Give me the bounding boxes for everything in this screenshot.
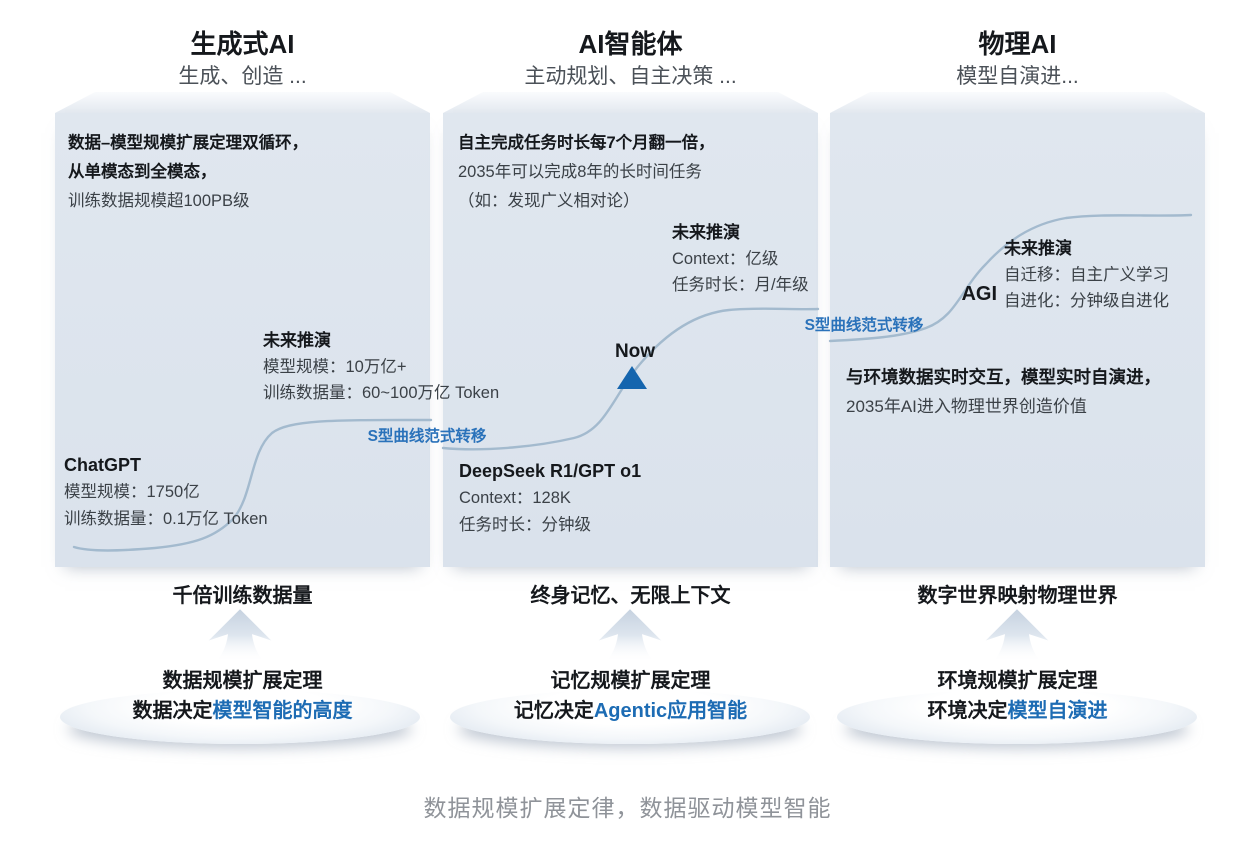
panel1-future-block: 未来推演 模型规模：10万亿+ 训练数据量：60~100万亿 Token [263, 328, 499, 406]
panel3-future-block: 未来推演 自迁移：自主广义学习 自进化：分钟级自进化 [1004, 236, 1169, 314]
law-label-data: 数据规模扩展定理 [162, 670, 323, 692]
panel-physical-ai [830, 113, 1205, 567]
panel2-future-block: 未来推演 Context：亿级 任务时长：月/年级 [672, 220, 809, 298]
up-arrow-icon [985, 609, 1049, 661]
now-triangle-icon [617, 366, 647, 389]
milestone-name: DeepSeek R1/GPT o1 [459, 461, 642, 481]
milestone-name: ChatGPT [64, 455, 142, 475]
panel3-body-line2: 2035年AI进入物理世界创造价值 [846, 397, 1087, 416]
arrow-label-memory: 终身记忆、无限上下文 [530, 585, 731, 607]
panel3-body-line1: 与环境数据实时交互，模型实时自演进， [846, 367, 1161, 387]
future-line1: Context：亿级 [672, 250, 779, 268]
milestone-line2: 训练数据量：0.1万亿 Token [64, 510, 268, 528]
arrow-label-data: 千倍训练数据量 [172, 585, 313, 607]
milestone-line1: Context：128K [459, 489, 571, 507]
s-curve-shift-label-2: S型曲线范式转移 [804, 317, 924, 334]
up-arrow-icon [208, 609, 272, 661]
conclusion-data: 数据决定模型智能的高度 [55, 694, 430, 723]
conclusion-highlight: Agentic应用智能 [593, 700, 748, 722]
future-line2: 任务时长：月/年级 [672, 276, 809, 294]
s-curve-shift-label-1: S型曲线范式转移 [367, 428, 487, 445]
column-title: 生成式AI [190, 29, 295, 59]
milestone-line1: 模型规模：1750亿 [64, 483, 200, 501]
panel2-top-line2: 2035年可以完成8年的长时间任务 [458, 163, 702, 181]
platform-ellipse [60, 690, 420, 744]
panel1-top-line1: 数据–模型规模扩展定理双循环， [68, 134, 309, 152]
column-title: AI智能体 [578, 29, 683, 59]
panel3-body-text: 与环境数据实时交互，模型实时自演进， 2035年AI进入物理世界创造价值 [846, 362, 1161, 421]
column-header-generative-ai: 生成式AI 生成、创造 ... [55, 28, 430, 90]
column-title: 物理AI [978, 29, 1057, 59]
panel1-top-line3: 训练数据规模超100PB级 [68, 192, 250, 210]
column-subtitle: 生成、创造 ... [178, 65, 307, 88]
column-header-ai-agent: AI智能体 主动规划、自主决策 ... [443, 28, 818, 90]
conclusion-highlight: 模型自演进 [1007, 700, 1108, 722]
milestone-line2: 任务时长：分钟级 [459, 516, 591, 534]
panel2-top-text: 自主完成任务时长每7个月翻一倍， 2035年可以完成8年的长时间任务 （如：发现… [458, 129, 715, 216]
now-label: Now [614, 341, 656, 362]
future-line1: 模型规模：10万亿+ [263, 358, 407, 376]
agi-label: AGI [961, 283, 997, 305]
conclusion-prefix: 环境决定 [927, 700, 1008, 722]
panel1-top-line2: 从单模态到全模态， [68, 163, 217, 181]
platform-ellipse [450, 690, 810, 744]
future-line1: 自迁移：自主广义学习 [1004, 266, 1169, 284]
panel1-top-text: 数据–模型规模扩展定理双循环， 从单模态到全模态， 训练数据规模超100PB级 [68, 129, 308, 216]
panel-lid [830, 92, 1205, 113]
conclusion-highlight: 模型智能的高度 [212, 700, 353, 722]
future-title: 未来推演 [1004, 239, 1072, 258]
conclusion-prefix: 记忆决定 [513, 700, 594, 722]
panel-lid [55, 92, 430, 113]
diagram-caption: 数据规模扩展定律，数据驱动模型智能 [423, 795, 832, 821]
conclusion-prefix: 数据决定 [132, 700, 213, 722]
law-label-memory: 记忆规模扩展定理 [550, 670, 711, 692]
panel2-top-line3: （如：发现广义相对论） [458, 192, 640, 210]
column-header-physical-ai: 物理AI 模型自演进... [830, 28, 1205, 90]
conclusion-memory: 记忆决定Agentic应用智能 [443, 694, 818, 723]
up-arrow-icon [598, 609, 662, 661]
column-subtitle: 模型自演进... [956, 65, 1079, 88]
future-line2: 训练数据量：60~100万亿 Token [263, 384, 500, 402]
future-line2: 自进化：分钟级自进化 [1004, 292, 1169, 310]
panel2-top-line1: 自主完成任务时长每7个月翻一倍， [458, 134, 715, 152]
platform-ellipse [837, 690, 1197, 744]
panel-lid [443, 92, 818, 113]
future-title: 未来推演 [672, 223, 740, 242]
chatgpt-block: ChatGPT 模型规模：1750亿 训练数据量：0.1万亿 Token [64, 452, 268, 533]
conclusion-environment: 环境决定模型自演进 [830, 694, 1205, 723]
column-subtitle: 主动规划、自主决策 ... [524, 65, 737, 88]
deepseek-block: DeepSeek R1/GPT o1 Context：128K 任务时长：分钟级 [459, 458, 641, 539]
arrow-label-environment: 数字世界映射物理世界 [917, 585, 1118, 607]
law-label-environment: 环境规模扩展定理 [937, 670, 1098, 692]
future-title: 未来推演 [263, 331, 331, 350]
